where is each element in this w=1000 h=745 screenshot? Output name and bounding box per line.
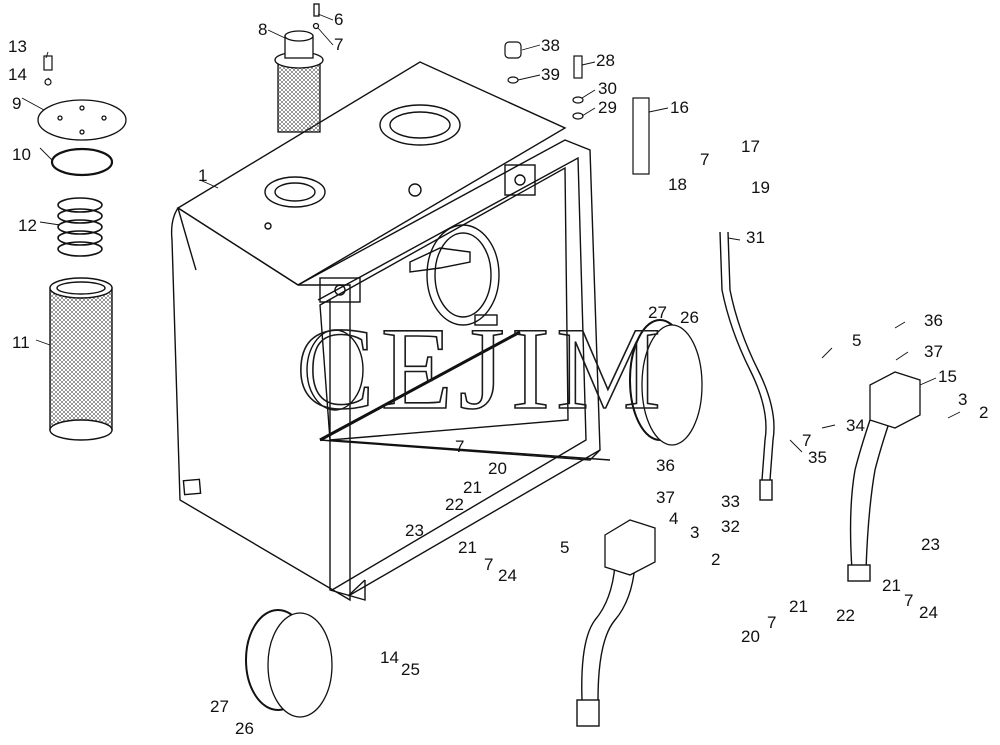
callout-10: 10 [12,145,31,164]
callout-5-right: 5 [852,331,861,350]
suction-pipe-left [576,564,636,727]
callout-14-top: 14 [8,65,27,84]
filter-element [49,277,113,441]
callout-22-bottom: 22 [836,606,855,625]
callout-25: 25 [401,660,420,679]
callout-31: 31 [746,228,765,247]
callout-20-bottom: 20 [741,627,760,646]
callout-7-hose: 7 [802,431,811,450]
callout-38: 38 [541,36,560,55]
filter-cap-plate [37,99,127,141]
o-ring [50,147,114,177]
callout-11: 11 [12,333,30,352]
callout-24-lower: 24 [498,566,517,585]
top-plug [504,41,650,175]
hydraulic-hose [719,231,775,501]
callout-27-right: 27 [648,303,667,322]
callout-8: 8 [258,20,267,39]
callout-18: 18 [668,175,687,194]
breather-filter [274,3,324,133]
suction-pipe-right [847,419,891,582]
callout-21-lower: 21 [458,538,477,557]
callout-6: 6 [334,10,343,29]
callout-33: 33 [721,492,740,511]
watermark-text: CEJIM [296,303,667,434]
callout-4: 4 [669,509,678,528]
callout-26-bottom: 26 [235,719,254,738]
side-cover-plate [629,319,703,446]
callout-39: 39 [541,65,560,84]
callout-5-left: 5 [560,538,569,557]
callout-2-center: 2 [711,550,720,569]
callout-32: 32 [721,517,740,536]
callout-29: 29 [598,98,617,117]
callout-36-center: 36 [656,456,675,475]
callout-9: 9 [12,94,21,113]
callout-34: 34 [846,416,865,435]
callout-17: 17 [741,137,760,156]
callout-35: 35 [808,448,827,467]
callout-21-bottom-left: 21 [789,597,808,616]
callout-37-right: 37 [924,342,943,361]
callout-15: 15 [938,367,957,386]
callout-36-right: 36 [924,311,943,330]
callout-27-bottom: 27 [210,697,229,716]
callout-16: 16 [670,98,689,117]
callout-37-center: 37 [656,488,675,507]
callout-labels: 1 2 2 3 3 4 5 5 6 7 7 7 7 7 7 7 7 8 9 10… [8,10,988,738]
callout-21-mid: 21 [463,478,482,497]
callout-2-right: 2 [979,403,988,422]
callout-12: 12 [18,216,37,235]
bottom-cover-plate [245,609,333,718]
callout-23-right: 23 [921,535,940,554]
callout-7-top: 7 [334,35,343,54]
callout-7-mid: 7 [455,437,464,456]
callout-7-bracket: 7 [700,150,709,169]
callout-3-right: 3 [958,390,967,409]
callout-13: 13 [8,37,27,56]
callout-19: 19 [751,178,770,197]
callout-24-bottom: 24 [919,603,938,622]
callout-14-bottom: 14 [380,648,399,667]
callout-7-bottom-left: 7 [767,613,776,632]
callout-23-mid: 23 [405,521,424,540]
callout-7-bottom-right: 7 [904,591,913,610]
callout-7-lower: 7 [484,555,493,574]
callout-26-right: 26 [680,308,699,327]
filter-spring [57,197,103,257]
callout-3-center: 3 [690,523,699,542]
callout-28: 28 [596,51,615,70]
callout-1: 1 [198,166,207,185]
callout-22-mid: 22 [445,495,464,514]
pipe-block [604,371,921,576]
callout-20-mid: 20 [488,459,507,478]
hydraulic-tank [170,61,611,602]
filter-bolt [43,55,53,86]
callout-30: 30 [598,79,617,98]
callout-21-bottom-right: 21 [882,576,901,595]
leader-lines [21,13,961,453]
